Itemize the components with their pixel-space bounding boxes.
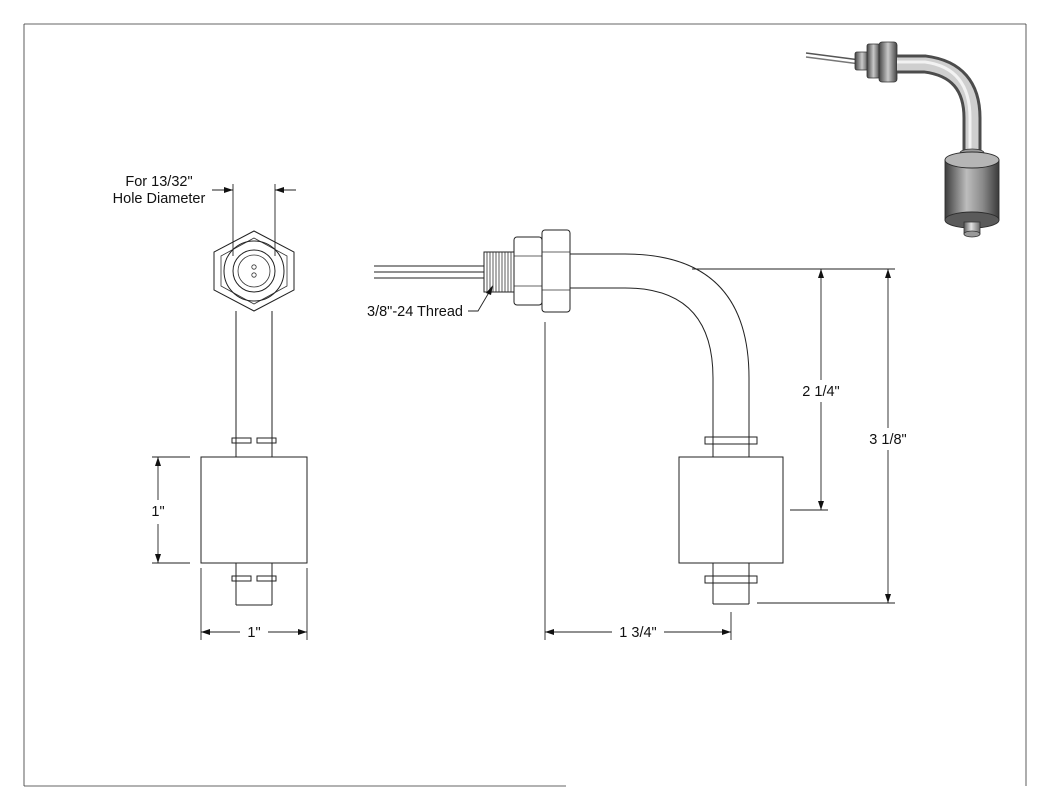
thread-label: 3/8"-24 Thread bbox=[367, 304, 463, 320]
hex-nut-outline bbox=[213, 230, 295, 312]
float-width-label: 1" bbox=[247, 625, 260, 641]
drawing-border bbox=[23, 23, 1027, 787]
float-height-dimension bbox=[152, 456, 190, 564]
side-view bbox=[374, 229, 784, 605]
float-height-label: 1" bbox=[151, 504, 164, 520]
hole-diameter-label-line1: For 13/32" bbox=[125, 174, 192, 190]
hole-diameter-label-line2: Hole Diameter bbox=[113, 191, 206, 207]
lock-nut bbox=[513, 236, 543, 306]
dim-1-3-4 bbox=[544, 322, 732, 640]
float-body bbox=[200, 456, 308, 564]
float-width-dimension bbox=[200, 568, 308, 640]
side-float-body bbox=[678, 456, 784, 564]
hole-diameter-dimension bbox=[212, 184, 296, 256]
dim-1-3-4-label: 1 3/4" bbox=[619, 625, 656, 641]
isometric-render bbox=[805, 41, 1000, 238]
dim-3-1-8 bbox=[757, 269, 895, 604]
dim-3-1-8-label: 3 1/8" bbox=[869, 432, 906, 448]
bent-tube bbox=[570, 253, 750, 457]
dim-2-1-4 bbox=[692, 268, 895, 511]
hex-fitting bbox=[541, 229, 571, 313]
front-view bbox=[200, 230, 308, 606]
thread-leader bbox=[468, 285, 493, 312]
dim-2-1-4-label: 2 1/4" bbox=[802, 384, 839, 400]
